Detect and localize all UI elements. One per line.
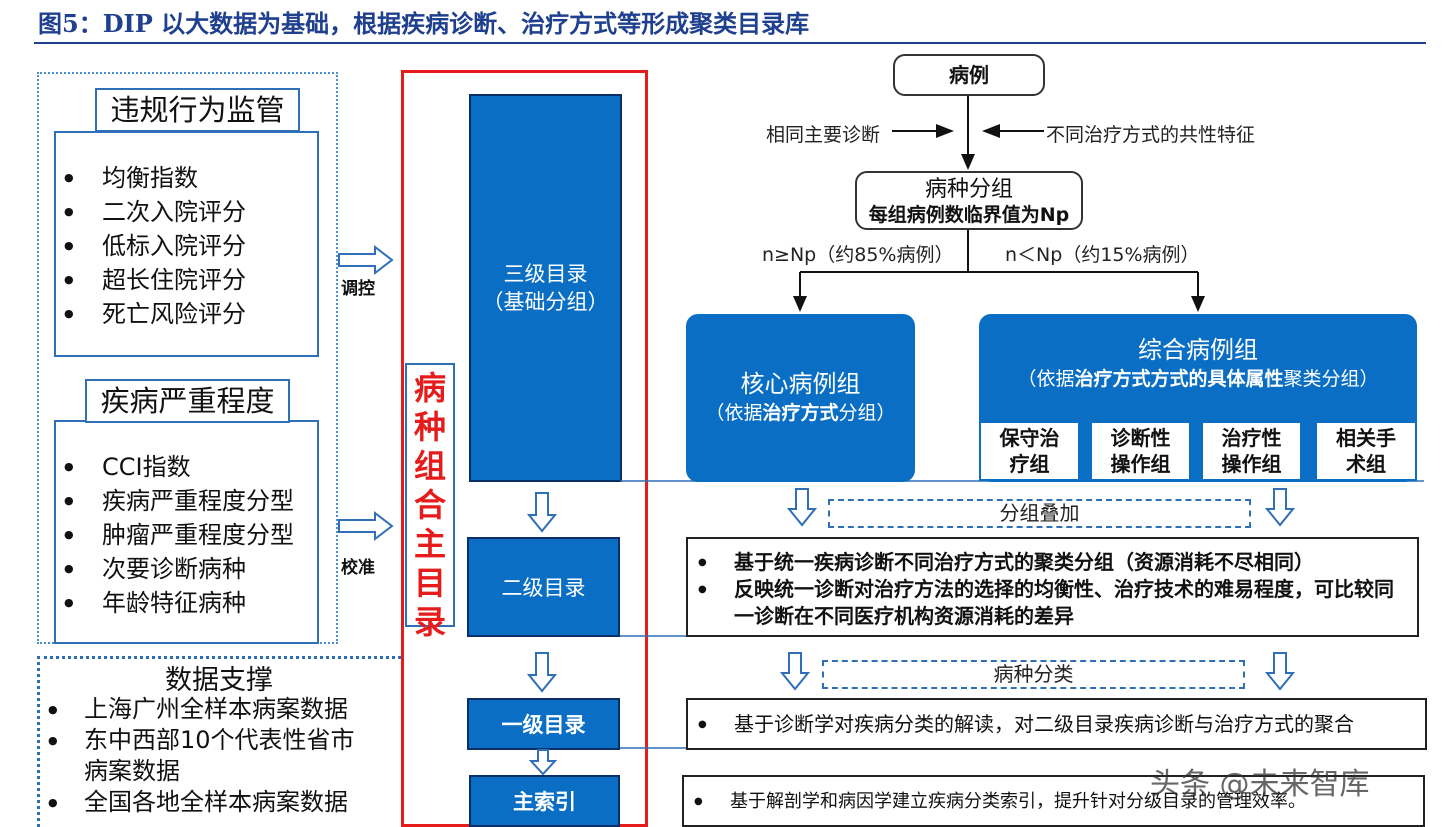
data-support-item: 全国各地全样本病案数据 [40,787,400,818]
level2-desc-item: 基于统一疾病诊断不同治疗方式的聚类分组（资源消耗不尽相同） [688,549,1405,576]
data-support-list-wrap: 上海广州全样本病案数据东中西部10个代表性省市 病案数据全国各地全样本病案数据 [40,694,400,818]
disease-group-title: 病种分组 [924,177,1013,202]
violation-item: 低标入院评分 [56,229,317,263]
index-block: 主索引 [469,775,620,827]
data-support-item: 上海广州全样本病案数据 [40,694,400,725]
catalog-vertical-text: 病种组合主目录 [407,369,453,642]
violation-item: 超长住院评分 [56,263,317,297]
violation-item: 死亡风险评分 [56,297,317,331]
data-support-title: 数据支撑 [165,665,273,696]
branch-right-label: n＜Np（约15%病例） [1005,244,1200,266]
index-desc-box: 基于解剖学和病因学建立疾病分类索引，提升针对分级目录的管理效率。 [682,775,1425,827]
level3-block: 三级目录 （基础分组） [469,94,622,482]
core-sub-bold: 治疗方式 [762,402,839,424]
index-desc: 基于解剖学和病因学建立疾病分类索引，提升针对分级目录的管理效率。 [684,788,1423,815]
violation-item: 二次入院评分 [56,195,317,229]
disease-group-box: 病种分组 每组病例数临界值为Np [855,171,1083,230]
level2-desc-list: 基于统一疾病诊断不同治疗方式的聚类分组（资源消耗不尽相同）反映统一诊断对治疗方法… [688,549,1405,630]
core-sub-prefix: （依据 [705,402,763,424]
violation-list: 均衡指数二次入院评分低标入院评分超长住院评分死亡风险评分 [56,161,317,331]
data-support-item: 东中西部10个代表性省市 病案数据 [40,725,400,787]
level2-desc-box: 基于统一疾病诊断不同治疗方式的聚类分组（资源消耗不尽相同）反映统一诊断对治疗方法… [686,537,1419,637]
core-sub-suffix: 分组） [838,402,896,424]
core-group-title: 核心病例组 [740,370,861,398]
composite-group-title: 综合病例组 [1138,336,1258,364]
subgroup-surgery: 相关手 术组 [1315,421,1417,481]
down-arrow-icon [787,488,817,527]
catalog-vertical-char: 合 [413,486,446,524]
catalog-vertical-char: 病 [413,369,446,407]
overlay-label: 分组叠加 [828,499,1251,528]
calibrate-label: 校准 [341,558,375,578]
down-arrow-icon [1265,488,1295,527]
down-arrow-icon [1265,652,1295,691]
down-arrow-icon [527,492,557,533]
page-title: 图5：DIP 以大数据为基础，根据疾病诊断、治疗方式等形成聚类目录库 [38,9,810,38]
severity-box: CCI指数疾病严重程度分型肿瘤严重程度分型次要诊断病种年龄特征病种 [54,420,319,644]
common-feature-label: 不同治疗方式的共性特征 [1046,124,1256,146]
severity-item: 疾病严重程度分型 [56,484,317,518]
branch-left-label: n≥Np（约85%病例） [762,244,954,266]
adjust-label: 调控 [341,279,375,299]
severity-list: CCI指数疾病严重程度分型肿瘤严重程度分型次要诊断病种年龄特征病种 [56,450,317,620]
severity-item: 年龄特征病种 [56,586,317,620]
same-diagnosis-label: 相同主要诊断 [766,124,881,146]
subgroup-conservative: 保守治 疗组 [979,421,1080,481]
severity-item: 次要诊断病种 [56,552,317,586]
data-support-list: 上海广州全样本病案数据东中西部10个代表性省市 病案数据全国各地全样本病案数据 [40,694,400,818]
composite-sub-prefix: （依据 [1017,368,1075,390]
severity-title: 疾病严重程度 [85,379,290,423]
down-arrow-icon [527,652,557,693]
adjust-arrow-icon [338,244,394,276]
severity-item: 肿瘤严重程度分型 [56,518,317,552]
title-divider [34,42,1426,44]
violation-item: 均衡指数 [56,161,317,195]
catalog-vertical-title: 病种组合主目录 [405,363,455,641]
composite-sub-suffix: 聚类分组） [1283,368,1379,390]
core-group-subtitle: （依据治疗方式分组） [686,400,915,426]
level2-block: 二级目录 [467,537,620,637]
catalog-vertical-char: 目 [413,564,446,602]
catalog-vertical-char: 主 [413,525,446,563]
severity-item: CCI指数 [56,450,317,484]
core-group-box: 核心病例组 （依据治疗方式分组） [686,314,915,482]
down-arrow-icon [529,749,557,775]
classify-label: 病种分类 [822,660,1245,689]
data-support-box [37,656,401,827]
catalog-vertical-char: 种 [413,408,446,446]
down-arrow-icon [780,652,810,691]
composite-sub-bold: 治疗方式方式的具体属性 [1074,368,1284,390]
level1-desc: 基于诊断学对疾病分类的解读，对二级目录疾病诊断与治疗方式的聚合 [688,711,1425,738]
level1-desc-box: 基于诊断学对疾病分类的解读，对二级目录疾病诊断与治疗方式的聚合 [686,698,1427,750]
subgroup-diagnostic: 诊断性 操作组 [1090,421,1191,481]
catalog-vertical-char: 录 [413,603,446,641]
subgroup-therapeutic: 治疗性 操作组 [1201,421,1302,481]
calibrate-arrow-icon [338,510,394,542]
threshold-text: 每组病例数临界值为Np [868,204,1070,226]
composite-group-subtitle: （依据治疗方式方式的具体属性聚类分组） [979,366,1417,392]
violation-title: 违规行为监管 [95,88,300,132]
level1-block: 一级目录 [467,698,620,750]
catalog-vertical-char: 组 [413,447,446,485]
watermark: 头条 @未来智库 [1150,767,1370,802]
case-box: 病例 [893,54,1045,96]
violation-box: 均衡指数二次入院评分低标入院评分超长住院评分死亡风险评分 [54,131,319,357]
level2-desc-item: 反映统一诊断对治疗方法的选择的均衡性、治疗技术的难易程度，可比较同一诊断在不同医… [688,576,1405,630]
